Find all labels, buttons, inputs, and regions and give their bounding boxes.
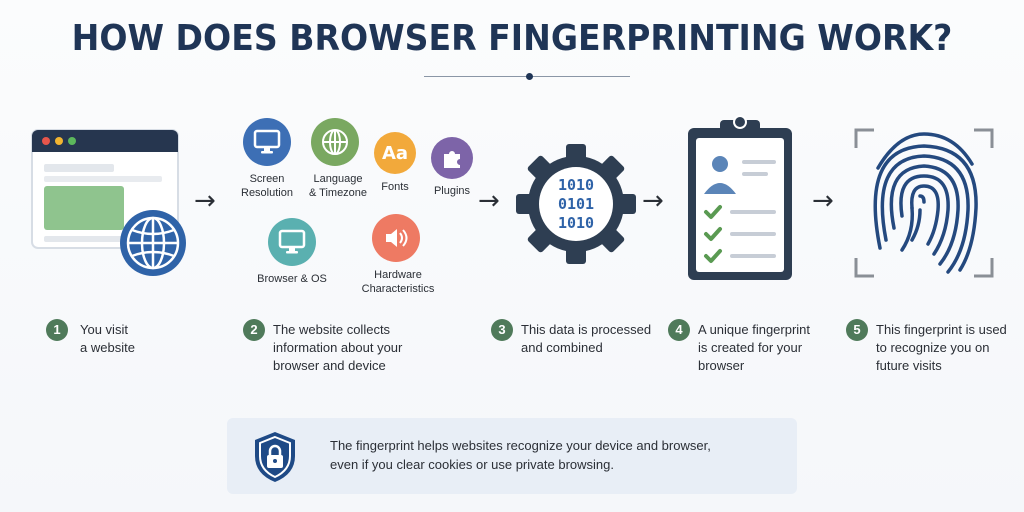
source-label-browser-os: Browser & OS: [257, 273, 327, 285]
flow-arrow-1: →: [194, 186, 216, 216]
step-number-5: 5: [846, 319, 868, 341]
globe-icon: [120, 210, 186, 276]
info-note: [227, 418, 797, 494]
browser-window-illustration: [30, 128, 190, 278]
source-label-screen: Screen Resolution: [241, 173, 293, 199]
info-note-text: The fingerprint helps websites recognize…: [330, 438, 711, 472]
monitor-icon: [243, 118, 291, 166]
flow-arrow-2: →: [478, 186, 500, 216]
shield-lock-icon: [252, 430, 298, 484]
step-description-3: This data is processed and combined: [521, 322, 652, 355]
browser-os-icon: [268, 218, 316, 266]
source-label-fonts: Fonts: [381, 181, 409, 193]
fingerprint-icon: [854, 128, 994, 278]
title-divider-dot: [526, 73, 533, 80]
page-title: HOW DOES BROWSER FINGERPRINTING WORK?: [71, 18, 953, 59]
step-description-1: You visit a website: [80, 322, 135, 355]
puzzle-icon: [431, 137, 473, 179]
step-description-4: A unique fingerprint is created for your…: [698, 322, 811, 373]
language-globe-icon: [311, 118, 359, 166]
flow-arrow-3: →: [642, 186, 664, 216]
step-description-2: The website collects information about y…: [273, 322, 403, 373]
source-label-plugins: Plugins: [433, 185, 471, 197]
processing-gear: 1010 0101 1010: [514, 142, 638, 266]
flow-arrow-4: →: [812, 186, 834, 216]
step-number-1: 1: [46, 319, 68, 341]
source-label-hardware: Hardware Characteristics: [361, 269, 435, 295]
step-number-3: 3: [491, 319, 513, 341]
binary-data: 1010 0101 1010: [557, 176, 595, 232]
clipboard-icon: [688, 115, 792, 280]
gear-icon: [516, 144, 636, 264]
fingerprint-profile-clipboard: [684, 112, 796, 284]
step-number-4: 4: [668, 319, 690, 341]
speaker-icon: [372, 214, 420, 262]
fonts-icon: Aa: [374, 132, 416, 174]
fingerprint-scan: [854, 128, 994, 278]
step-number-2: 2: [243, 319, 265, 341]
step-description-5: This fingerprint is used to recognize yo…: [876, 322, 1007, 373]
source-label-language: Language & Timezone: [308, 173, 368, 199]
